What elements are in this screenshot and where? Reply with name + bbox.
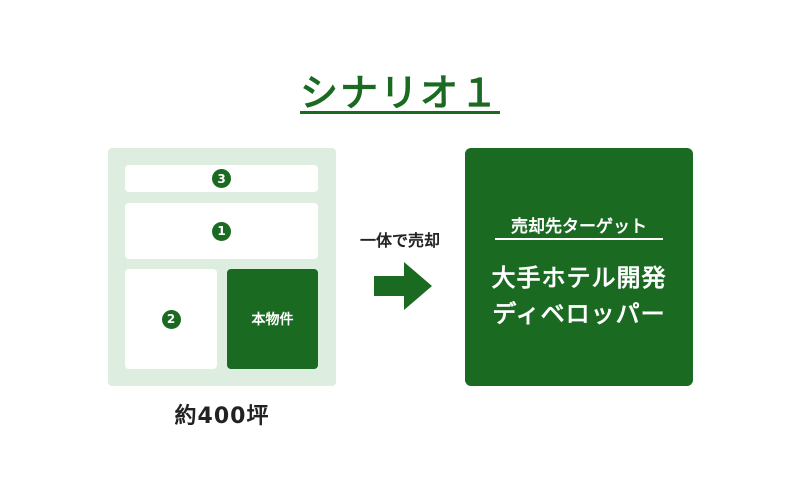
plot-2-number: 2 — [161, 309, 181, 329]
target-line-2: ディベロッパー — [492, 300, 666, 328]
area-label: 約400坪 — [174, 404, 270, 429]
target-box: 売却先ターゲット 大手ホテル開発 ディベロッパー — [465, 148, 693, 386]
plot-3: 3 — [125, 165, 318, 192]
main-property-plot: 本物件 — [227, 269, 318, 369]
target-heading: 売却先ターゲット — [511, 217, 647, 237]
target-line-1: 大手ホテル開発 — [491, 264, 667, 292]
plot-1-number: 1 — [212, 221, 231, 241]
plot-3-number: 3 — [212, 169, 231, 188]
plot-2: 2 — [125, 269, 217, 369]
site-diagram: 3 1 2 本物件 — [108, 148, 336, 386]
right-arrow-icon — [374, 262, 432, 310]
title-underline — [300, 111, 500, 114]
target-divider — [495, 238, 663, 240]
scenario-title: シナリオ１ — [299, 71, 500, 115]
plot-1: 1 — [125, 203, 318, 259]
sale-label: 一体で売却 — [359, 231, 440, 250]
